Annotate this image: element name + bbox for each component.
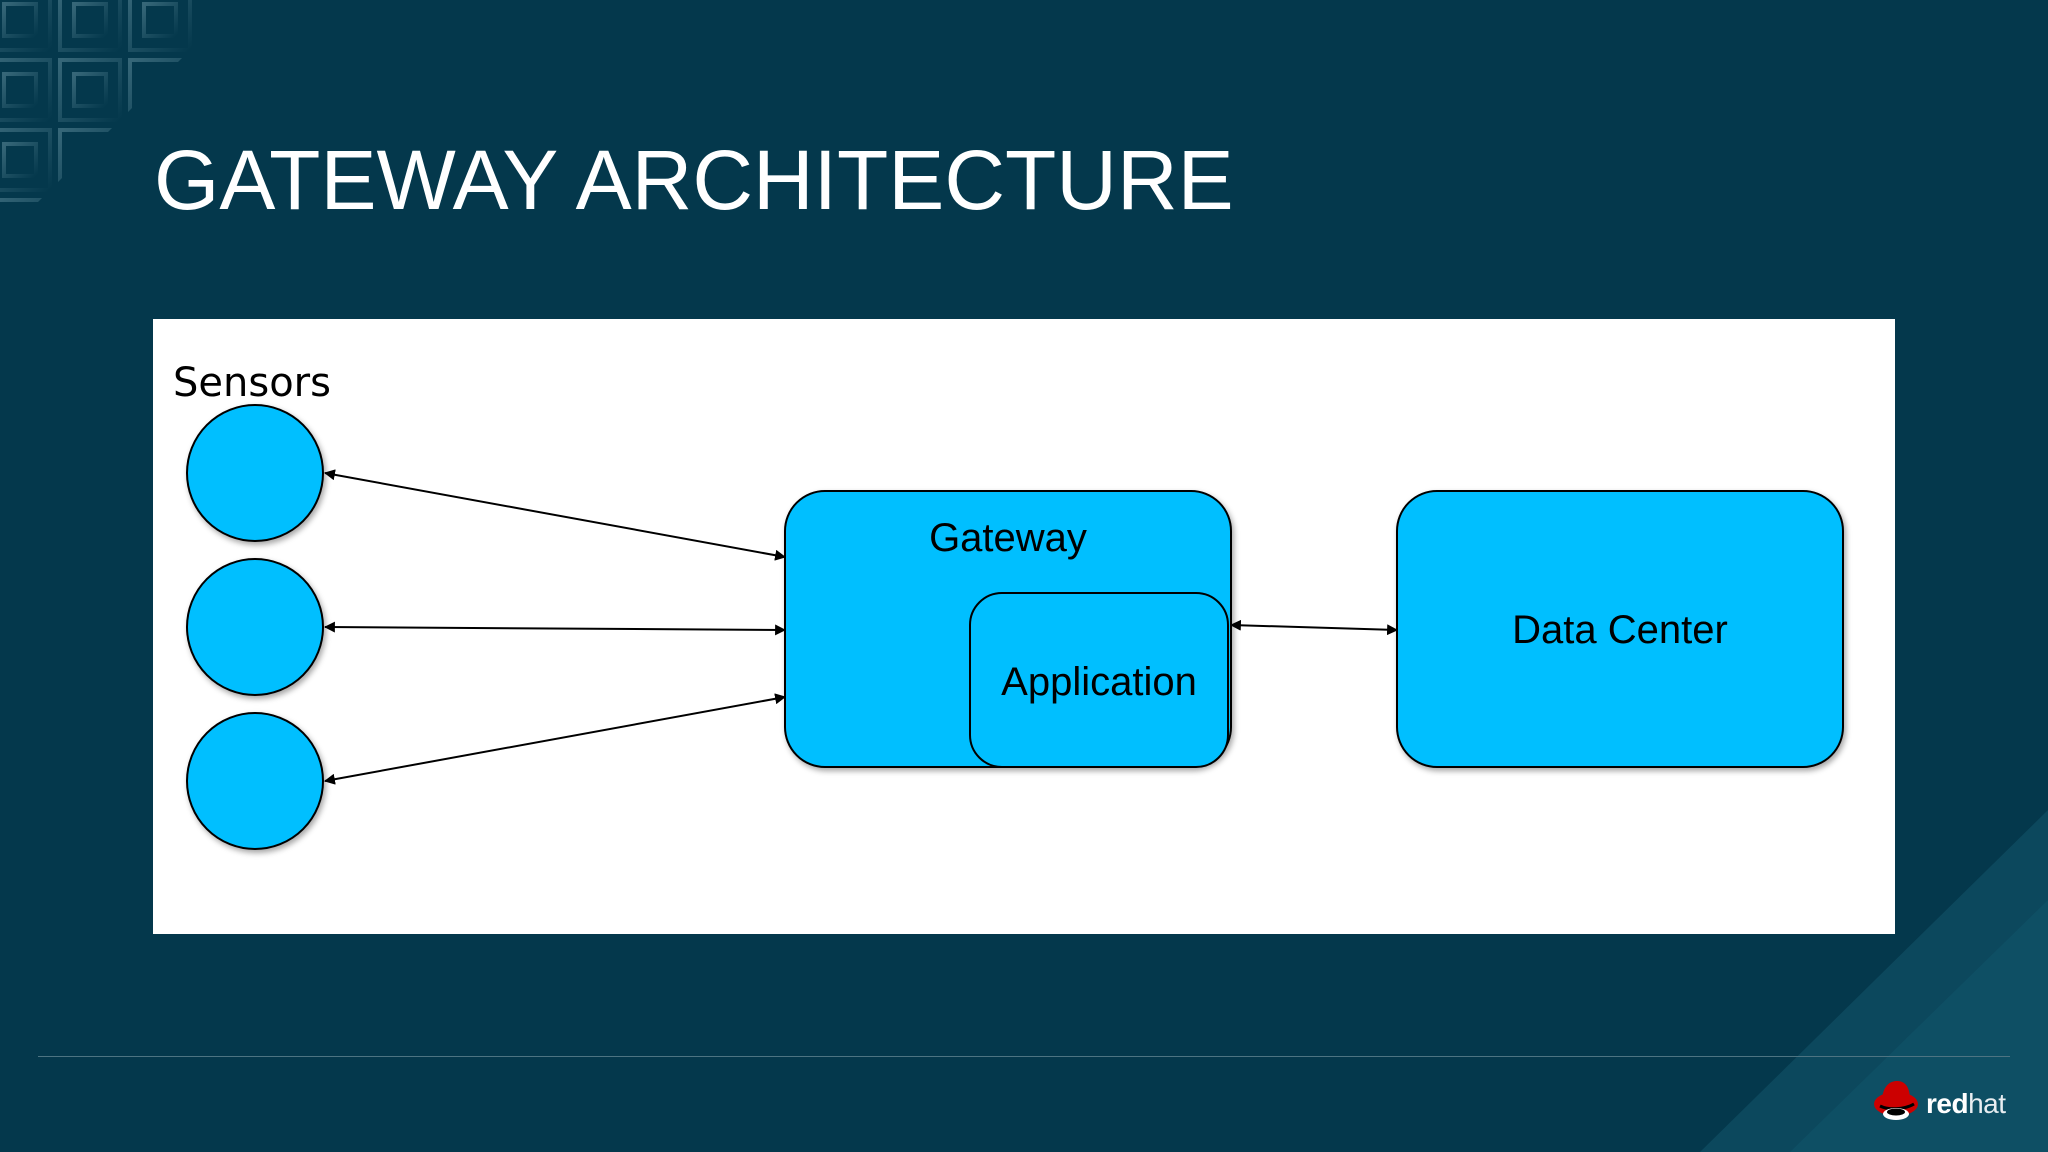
sensor-node-1	[186, 404, 324, 542]
sensors-label: Sensors	[173, 360, 331, 406]
footer-divider	[38, 1056, 2010, 1057]
sensor-node-3	[186, 712, 324, 850]
corner-pattern-decoration	[0, 0, 192, 240]
redhat-logo: redhat	[1872, 1078, 2022, 1122]
slide-title: GATEWAY ARCHITECTURE	[154, 133, 1234, 227]
datacenter-label: Data Center	[1512, 608, 1728, 652]
connector-gateway-datacenter	[1229, 619, 1399, 636]
connector-sensor-1-gateway	[323, 469, 787, 561]
gateway-label: Gateway	[929, 516, 1087, 560]
wordmark-light: hat	[1968, 1088, 2006, 1119]
sensor-node-2	[186, 558, 324, 696]
wordmark-bold: red	[1926, 1088, 1969, 1119]
application-box	[969, 592, 1229, 768]
redhat-wordmark: redhat	[1926, 1088, 2006, 1120]
connector-sensor-2-gateway	[323, 621, 787, 636]
redhat-shadowman-icon	[1874, 1081, 1918, 1120]
diagram-canvas: Sensors Gateway Application Data Center	[173, 360, 1844, 850]
application-label: Application	[1001, 660, 1197, 704]
connector-sensor-3-gateway	[323, 693, 787, 785]
architecture-diagram: Sensors Gateway Application Data Center	[153, 319, 1895, 934]
